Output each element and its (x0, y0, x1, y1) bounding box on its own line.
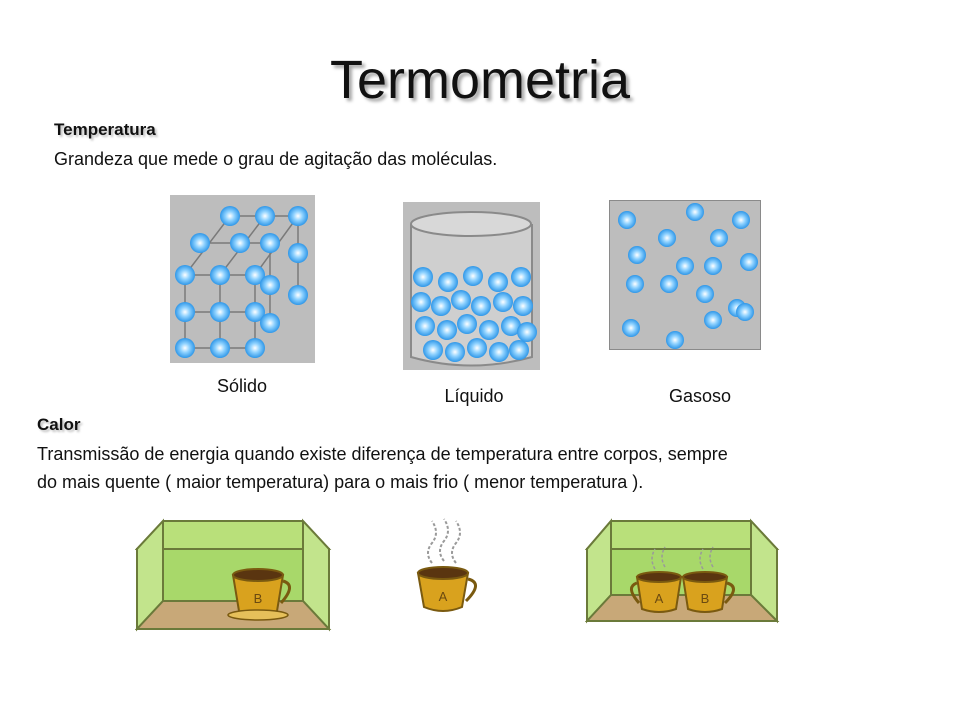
molecule-icon (190, 233, 210, 253)
molecule-icon (175, 302, 195, 322)
molecule-icon (479, 320, 499, 340)
gas-illustration (609, 200, 761, 350)
heat-definition-line2: do mais quente ( maior temperatura) para… (37, 472, 644, 492)
molecule-icon (457, 314, 477, 334)
steam-icon (427, 518, 461, 564)
molecule-icon (245, 338, 265, 358)
cup-b-label: B (254, 591, 263, 606)
molecule-icon (710, 229, 728, 247)
molecule-icon (736, 303, 754, 321)
cup-a-label: A (439, 589, 448, 604)
molecule-icon (431, 296, 451, 316)
molecule-icon (210, 265, 230, 285)
molecule-icon (210, 338, 230, 358)
molecule-icon (230, 233, 250, 253)
molecule-icon (704, 257, 722, 275)
molecule-icon (488, 272, 508, 292)
molecule-icon (438, 272, 458, 292)
molecule-icon (260, 275, 280, 295)
temperature-heading: Temperatura (54, 120, 156, 139)
molecule-icon (618, 211, 636, 229)
heat-heading: Calor (37, 415, 81, 434)
molecule-icon (696, 285, 714, 303)
solid-illustration (170, 195, 315, 363)
molecule-icon (686, 203, 704, 221)
molecule-icon (415, 316, 435, 336)
state-label-solid: Sólido (216, 376, 268, 396)
molecule-icon (628, 246, 646, 264)
molecule-icon (732, 211, 750, 229)
molecule-icon (501, 316, 521, 336)
molecule-icon (288, 243, 308, 263)
molecule-icon (740, 253, 758, 271)
temperature-definition: Grandeza que mede o grau de agitação das… (54, 149, 498, 169)
molecule-icon (288, 206, 308, 226)
molecule-icon (666, 331, 684, 349)
molecule-icon (471, 296, 491, 316)
hot-cup-a-illustration: A (416, 518, 477, 612)
molecule-icon (445, 342, 465, 362)
molecule-icon (423, 340, 443, 360)
slide-title: Termometria (329, 50, 631, 110)
molecule-icon (413, 267, 433, 287)
molecule-icon (626, 275, 644, 293)
molecule-icon (245, 265, 265, 285)
cup-b-icon (681, 571, 735, 613)
molecule-icon (467, 338, 487, 358)
box-with-cup-b-illustration: B (135, 518, 332, 632)
molecule-icon (210, 302, 230, 322)
molecule-icon (288, 285, 308, 305)
molecule-icon (493, 292, 513, 312)
molecule-icon (463, 266, 483, 286)
molecule-icon (509, 340, 529, 360)
molecule-icon (411, 292, 431, 312)
molecule-icon (260, 313, 280, 333)
box-with-cups-a-b-illustration: A B (585, 518, 780, 624)
molecule-icon (658, 229, 676, 247)
cup-b-label: B (701, 591, 710, 606)
molecule-icon (676, 257, 694, 275)
cup-a-icon (630, 571, 683, 613)
molecule-icon (513, 296, 533, 316)
cup-a-icon (416, 566, 477, 612)
cup-b-icon (227, 568, 291, 621)
molecule-icon (622, 319, 640, 337)
molecule-icon (255, 206, 275, 226)
molecule-icon (437, 320, 457, 340)
state-label-gas: Gasoso (668, 386, 732, 406)
liquid-illustration (403, 202, 540, 370)
molecule-icon (260, 233, 280, 253)
heat-definition-line1: Transmissão de energia quando existe dif… (37, 444, 728, 464)
molecule-icon (511, 267, 531, 287)
molecule-icon (245, 302, 265, 322)
molecule-icon (175, 265, 195, 285)
molecule-icon (704, 311, 722, 329)
molecule-icon (660, 275, 678, 293)
state-label-liquid: Líquido (444, 386, 504, 406)
cup-a-label: A (655, 591, 664, 606)
molecule-icon (489, 342, 509, 362)
molecule-icon (451, 290, 471, 310)
steam-icon (651, 546, 714, 570)
molecule-icon (220, 206, 240, 226)
molecule-icon (517, 322, 537, 342)
molecule-icon (175, 338, 195, 358)
